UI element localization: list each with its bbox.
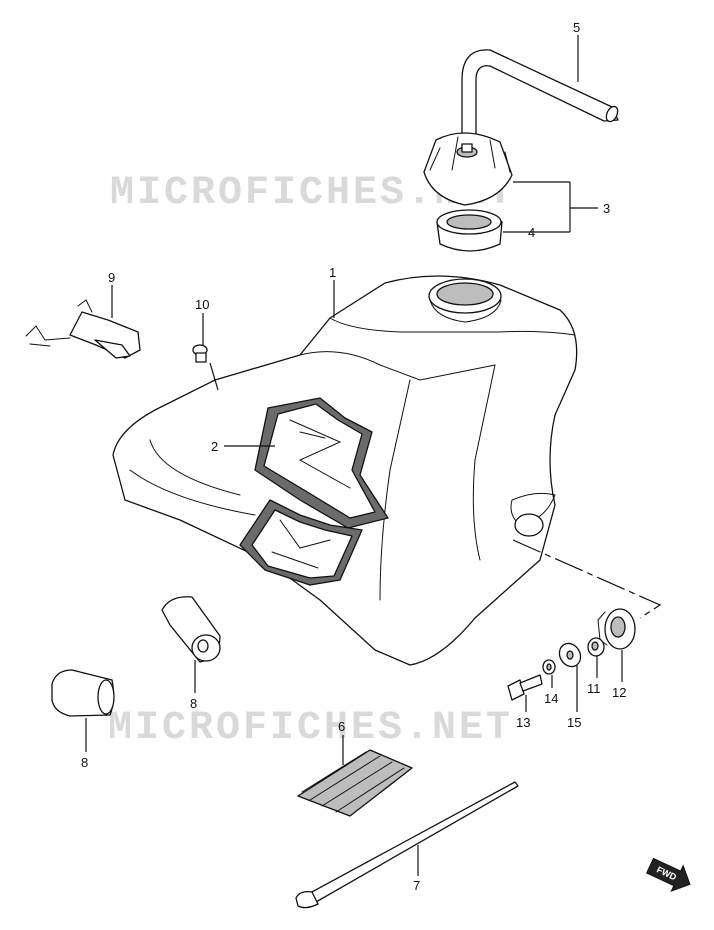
tank-decal-part [239,397,389,586]
callout-12: 12 [612,685,626,700]
cap-gasket-part [436,209,503,252]
leader-lines [85,35,662,876]
callout-3: 3 [603,201,610,216]
bracket-clip-part [25,299,141,359]
collar-part [587,637,605,657]
fuel-cap-part [423,132,513,206]
cushion-upper-part [161,596,221,663]
screw-part [192,344,208,363]
watermark-bottom: MICROFICHES.NET [108,706,513,751]
callout-5: 5 [573,20,580,35]
lock-washer-part [542,659,556,675]
callout-8-upper: 8 [190,696,197,711]
cushion-lower-part [51,669,115,717]
callout-10: 10 [195,297,209,312]
washer-part [558,642,582,668]
cable-tie-part [295,781,519,909]
callout-8-lower: 8 [81,755,88,770]
callout-9: 9 [108,270,115,285]
callout-15: 15 [567,715,581,730]
callout-6: 6 [338,719,345,734]
callout-1: 1 [329,265,336,280]
callout-4: 4 [528,225,535,240]
cushion-strips-part [297,749,413,817]
grommet-part [597,608,636,650]
callout-labels: 5 3 4 1 2 9 10 8 8 6 7 13 14 15 11 12 [81,20,626,893]
bolt-part [507,674,543,701]
forward-direction-arrow-icon: FWD [646,857,691,892]
callout-13: 13 [516,715,530,730]
breather-hose-part [461,49,619,151]
callout-2: 2 [211,439,218,454]
callout-7: 7 [413,878,420,893]
callout-11: 11 [587,681,601,696]
callout-14: 14 [544,691,558,706]
